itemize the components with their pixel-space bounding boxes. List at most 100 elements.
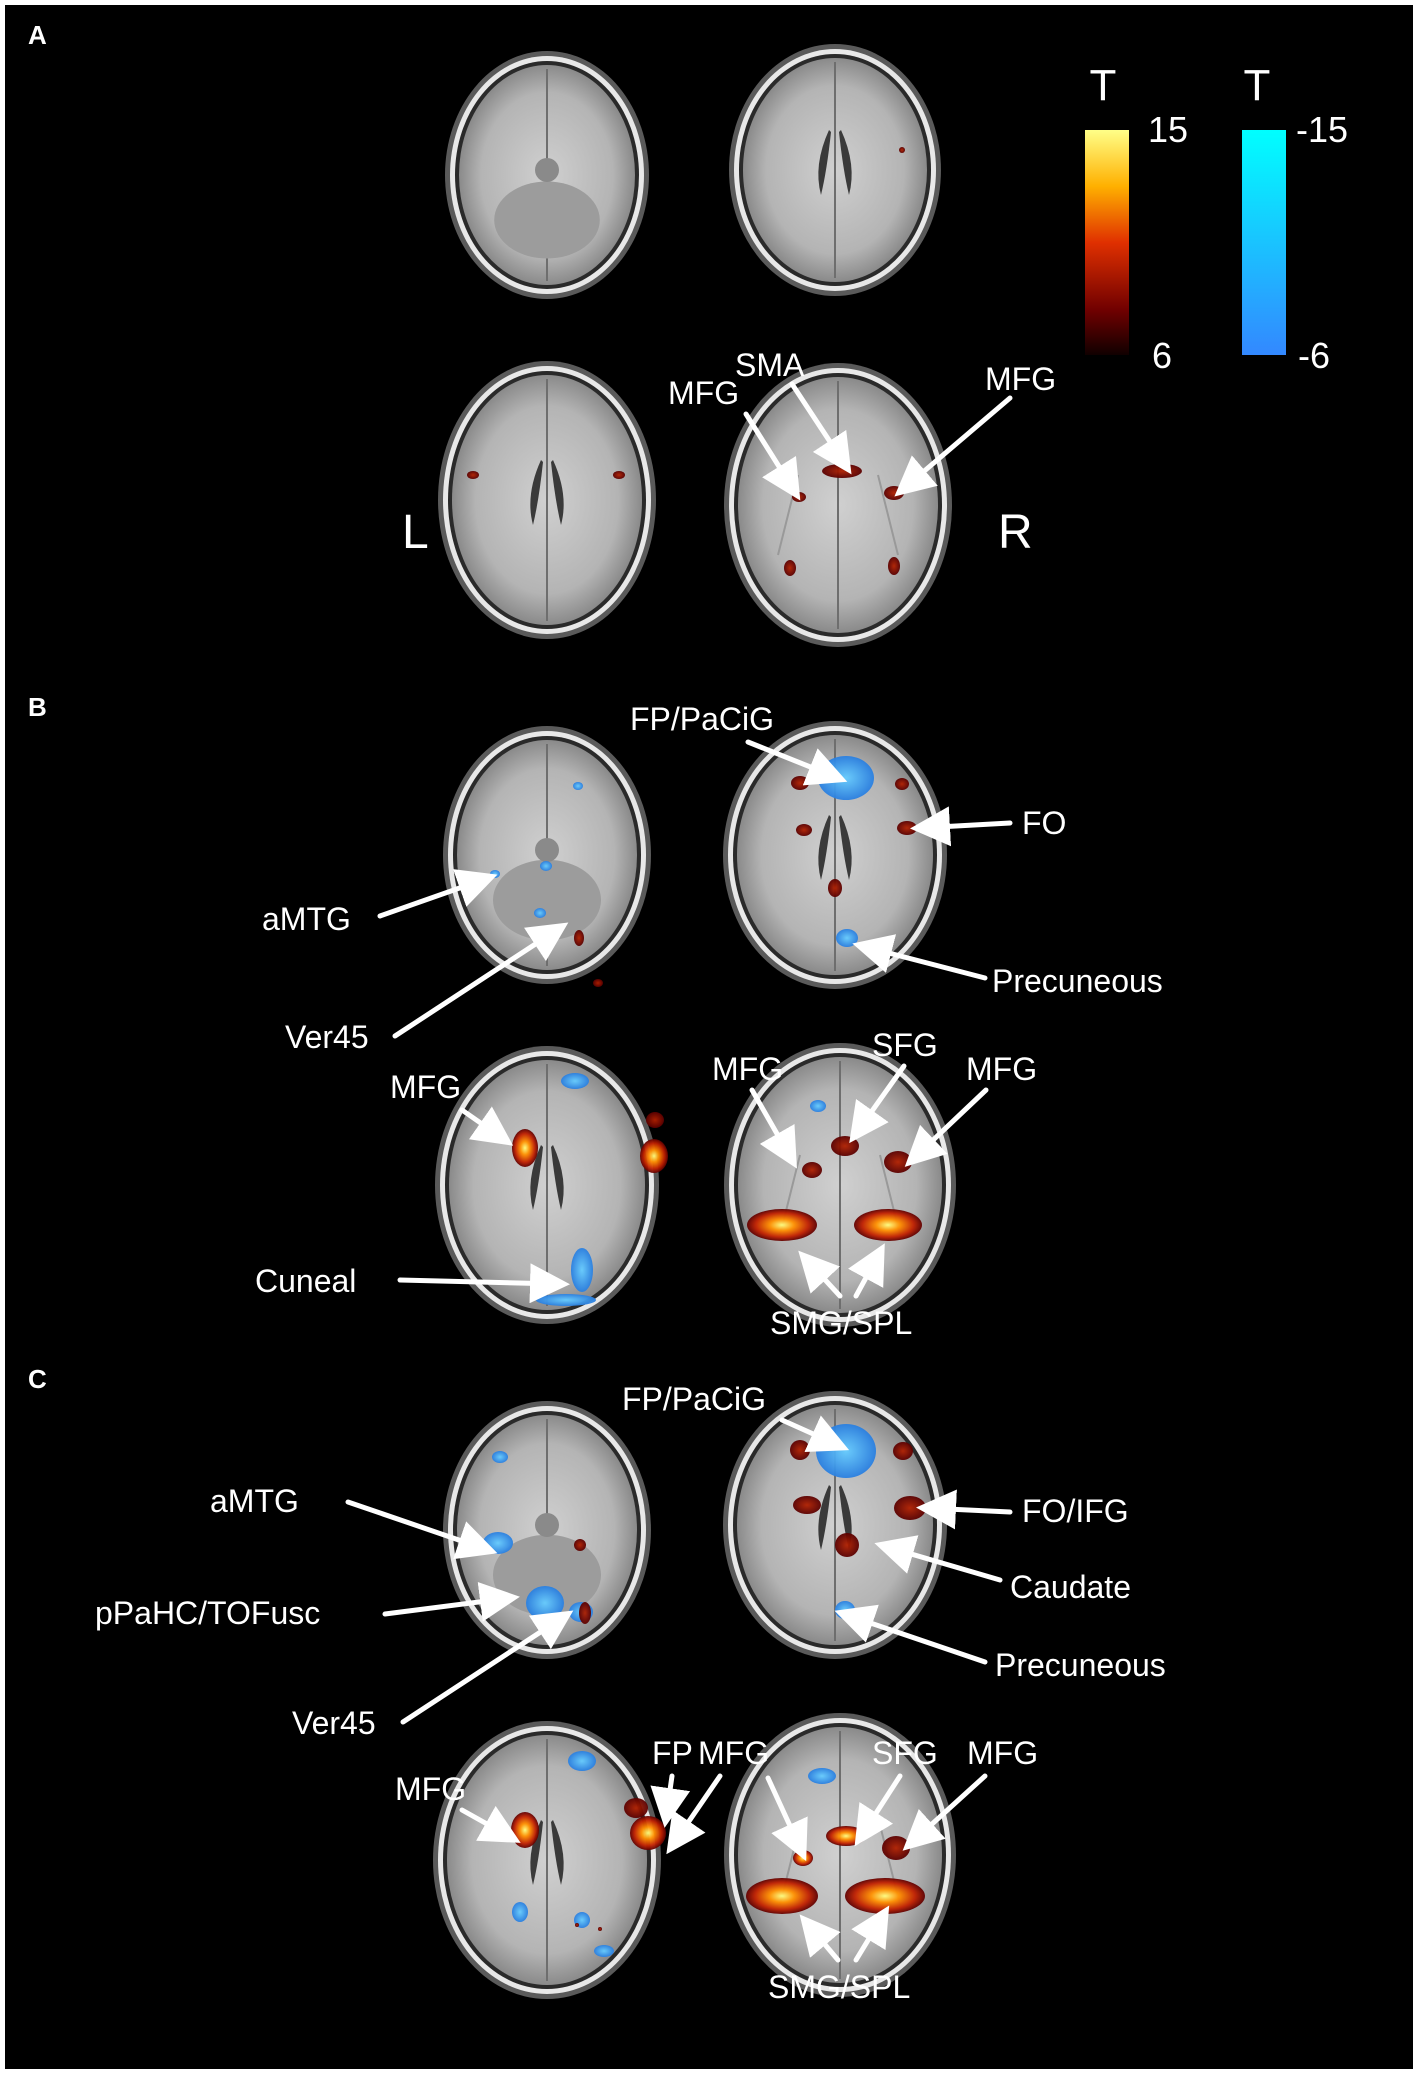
arrow-c-mfg-left bbox=[459, 1805, 521, 1843]
right-ventricle bbox=[551, 1145, 564, 1210]
arrow-a-mfg-right bbox=[894, 395, 1013, 497]
activation-cluster bbox=[492, 1451, 508, 1463]
label-b-ver45: Ver45 bbox=[285, 1019, 369, 1055]
brain-slice bbox=[723, 1391, 947, 1659]
brain-slice bbox=[723, 721, 947, 989]
activation-cluster bbox=[574, 1539, 586, 1551]
arrow-b-mfg-right bbox=[904, 1087, 989, 1167]
arrow-c-amtg bbox=[345, 1499, 498, 1560]
colorbar-positive-max: 15 bbox=[1148, 109, 1188, 150]
label-a-mfg-left: MFG bbox=[668, 375, 739, 411]
activation-cluster bbox=[540, 861, 552, 871]
activation-cluster bbox=[624, 1798, 648, 1818]
brain-slice bbox=[445, 51, 649, 299]
activation-cluster bbox=[882, 1836, 910, 1860]
colorbar-positive-title: T bbox=[1090, 61, 1117, 110]
activation-cluster bbox=[899, 147, 905, 153]
activation-cluster bbox=[526, 1586, 564, 1620]
brain-slice bbox=[724, 363, 952, 647]
activation-cluster bbox=[854, 1209, 922, 1241]
right-hemisphere-label: R bbox=[998, 506, 1033, 559]
brain-slice bbox=[443, 1401, 651, 1659]
arrow-c-fo-ifg bbox=[916, 1489, 1013, 1530]
label-b-precuneous: Precuneous bbox=[992, 963, 1163, 999]
colorbar-negative-min: -6 bbox=[1298, 335, 1330, 376]
arrow-c-ppahc bbox=[382, 1581, 520, 1622]
activation-cluster bbox=[613, 471, 625, 479]
left-ventricle bbox=[530, 1145, 543, 1210]
activation-cluster bbox=[802, 1162, 822, 1178]
panel-letter-c: C bbox=[28, 1364, 47, 1394]
activation-cluster bbox=[561, 1073, 589, 1089]
arrow-c-ver45 bbox=[400, 1610, 574, 1725]
activation-cluster bbox=[575, 1923, 579, 1927]
brainstem bbox=[535, 838, 559, 862]
left-hemisphere-label: L bbox=[402, 506, 429, 559]
label-b-mfg-left: MFG bbox=[390, 1069, 461, 1105]
activation-cluster bbox=[747, 1209, 817, 1241]
brainstem bbox=[535, 1513, 559, 1537]
activation-cluster bbox=[579, 1602, 591, 1624]
activation-cluster bbox=[895, 778, 909, 790]
activation-cluster bbox=[836, 929, 858, 947]
label-b-fo: FO bbox=[1022, 805, 1066, 841]
annotation-arrows bbox=[345, 381, 1013, 1963]
label-c-mfg-mid: MFG bbox=[698, 1735, 769, 1771]
brain-slice bbox=[438, 361, 656, 639]
activation-cluster bbox=[816, 1424, 876, 1478]
activation-cluster bbox=[894, 1496, 926, 1520]
label-c-amtg: aMTG bbox=[210, 1483, 299, 1519]
cerebellum bbox=[493, 1534, 601, 1616]
label-b-mfg-mid: MFG bbox=[712, 1051, 783, 1087]
activation-cluster bbox=[796, 824, 812, 836]
label-c-mfg-left: MFG bbox=[395, 1771, 466, 1807]
arrow-b-smg-left bbox=[798, 1250, 843, 1299]
left-ventricle bbox=[818, 815, 831, 880]
activation-cluster bbox=[598, 1927, 602, 1931]
activation-cluster bbox=[888, 557, 900, 575]
colorbar-negative-title: T bbox=[1244, 61, 1271, 110]
right-ventricle bbox=[839, 815, 852, 880]
arrow-b-mfg-mid bbox=[749, 1087, 797, 1169]
brainstem bbox=[535, 158, 559, 182]
cerebellum bbox=[494, 181, 600, 259]
activation-cluster bbox=[784, 560, 796, 576]
colorbar-negative-scale bbox=[1242, 130, 1286, 355]
colorbar-negative: T -15 -6 bbox=[1242, 61, 1348, 376]
arrow-c-mfg-mid bbox=[666, 1773, 723, 1855]
sulcus bbox=[877, 474, 899, 556]
arrow-c-sfg bbox=[854, 1773, 903, 1847]
figure-background bbox=[3, 3, 1415, 2071]
activation-cluster bbox=[630, 1816, 666, 1850]
cerebellum bbox=[493, 859, 601, 941]
activation-cluster bbox=[845, 1878, 925, 1914]
label-b-cuneal: Cuneal bbox=[255, 1263, 356, 1299]
label-c-fo-ifg: FO/IFG bbox=[1022, 1493, 1129, 1529]
activation-cluster bbox=[534, 908, 546, 918]
activation-cluster bbox=[810, 1100, 826, 1112]
label-c-fp-pacig: FP/PaCiG bbox=[622, 1381, 766, 1417]
label-b-amtg: aMTG bbox=[262, 901, 351, 937]
label-c-precuneous: Precuneous bbox=[995, 1647, 1166, 1683]
label-b-mfg-right: MFG bbox=[966, 1051, 1037, 1087]
arrow-b-smg-right bbox=[848, 1243, 885, 1299]
left-ventricle bbox=[818, 1485, 831, 1550]
brain-slice bbox=[433, 1721, 661, 1999]
label-c-sfg: SFG bbox=[872, 1735, 938, 1771]
right-ventricle bbox=[551, 1820, 564, 1885]
activation-cluster bbox=[746, 1878, 818, 1914]
arrow-b-cuneal bbox=[397, 1263, 570, 1304]
arrow-c-fp-pacig bbox=[779, 1415, 850, 1452]
activation-cluster bbox=[511, 1812, 539, 1848]
activation-cluster bbox=[828, 879, 842, 897]
activation-cluster bbox=[573, 782, 583, 790]
activation-cluster bbox=[791, 776, 809, 790]
activation-cluster bbox=[831, 1136, 859, 1156]
arrow-b-fp-pacig bbox=[745, 739, 848, 786]
activation-cluster bbox=[593, 979, 603, 987]
activation-cluster bbox=[467, 471, 479, 479]
activation-cluster bbox=[646, 1112, 664, 1128]
activation-cluster bbox=[512, 1902, 528, 1922]
arrow-b-sfg bbox=[849, 1063, 907, 1144]
